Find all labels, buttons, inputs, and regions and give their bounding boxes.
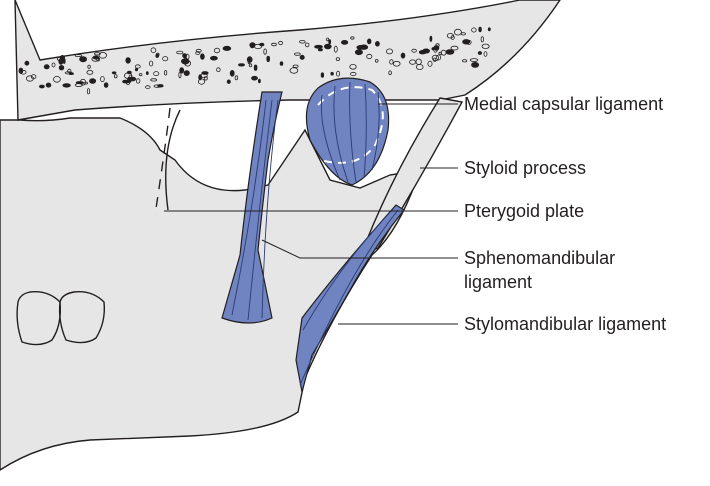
bone-speckle: [184, 71, 189, 76]
bone-speckle: [39, 85, 44, 88]
bone-speckle: [201, 54, 205, 60]
bone-speckle: [432, 48, 434, 50]
bone-speckle: [156, 54, 159, 57]
bone-speckle: [331, 72, 334, 75]
bone-speckle: [247, 57, 252, 63]
bone-speckle: [135, 68, 137, 70]
bone-speckle: [80, 57, 87, 62]
bone-speckle: [126, 58, 131, 64]
bone-speckle: [25, 61, 29, 65]
bone-speckle: [341, 40, 347, 44]
bone-speckle: [123, 80, 129, 83]
bone-speckle: [472, 62, 479, 67]
bone-speckle: [239, 64, 245, 66]
bone-speckle: [315, 45, 323, 48]
label-styloid-process: Styloid process: [464, 158, 586, 178]
bone-speckle: [488, 28, 490, 31]
bone-speckle: [112, 72, 116, 74]
bone-speckle: [59, 59, 63, 65]
bone-speckle: [446, 50, 454, 55]
bone-speckle: [44, 65, 49, 69]
bone-speckle: [300, 55, 304, 59]
bone-speckle: [252, 76, 258, 80]
bone-speckle: [130, 77, 136, 81]
label-sphenomandibular-line1: Sphenomandibular: [464, 248, 615, 268]
bone-speckle: [375, 41, 379, 46]
bone-speckle: [329, 40, 331, 44]
bone-speckle: [463, 40, 470, 45]
bone-speckle: [478, 52, 481, 55]
bone-speckle: [63, 84, 71, 88]
bone-speckle: [318, 49, 322, 51]
bone-speckle: [324, 44, 331, 49]
bone-speckle: [146, 72, 148, 75]
bone-speckle: [280, 62, 283, 66]
bone-speckle: [19, 68, 23, 73]
bone-speckle: [223, 46, 231, 50]
bone-speckle: [367, 39, 371, 44]
bone-speckle: [258, 79, 260, 83]
label-pterygoid-plate: Pterygoid plate: [464, 201, 584, 221]
bone-speckle: [59, 65, 64, 70]
bone-speckle: [227, 80, 230, 84]
bone-speckle: [104, 83, 108, 88]
bone-speckle: [76, 82, 83, 84]
bone-speckle: [430, 36, 432, 41]
bone-speckle: [479, 27, 482, 32]
bone-speckle: [267, 56, 270, 62]
bone-speckle: [210, 56, 217, 60]
bone-speckle: [63, 59, 65, 64]
bone-speckle: [46, 83, 51, 87]
bone-speckle: [90, 79, 96, 84]
bone-speckle: [321, 73, 324, 78]
bone-speckle: [401, 53, 405, 58]
label-medial-capsular-ligament: Medial capsular ligament: [464, 94, 663, 114]
bone-speckle: [202, 72, 208, 75]
bone-speckle: [355, 50, 362, 55]
bone-speckle: [423, 49, 430, 53]
label-sphenomandibular-line2: ligament: [464, 272, 532, 292]
label-stylomandibular-ligament: Stylomandibular ligament: [464, 314, 666, 334]
bone-speckle: [357, 45, 365, 49]
bone-speckle: [254, 65, 257, 71]
bone-speckle: [199, 75, 202, 80]
bone-speckle: [230, 70, 234, 76]
bone-speckle: [183, 54, 187, 58]
bone-speckle: [250, 43, 255, 48]
bone-speckle: [260, 43, 264, 46]
